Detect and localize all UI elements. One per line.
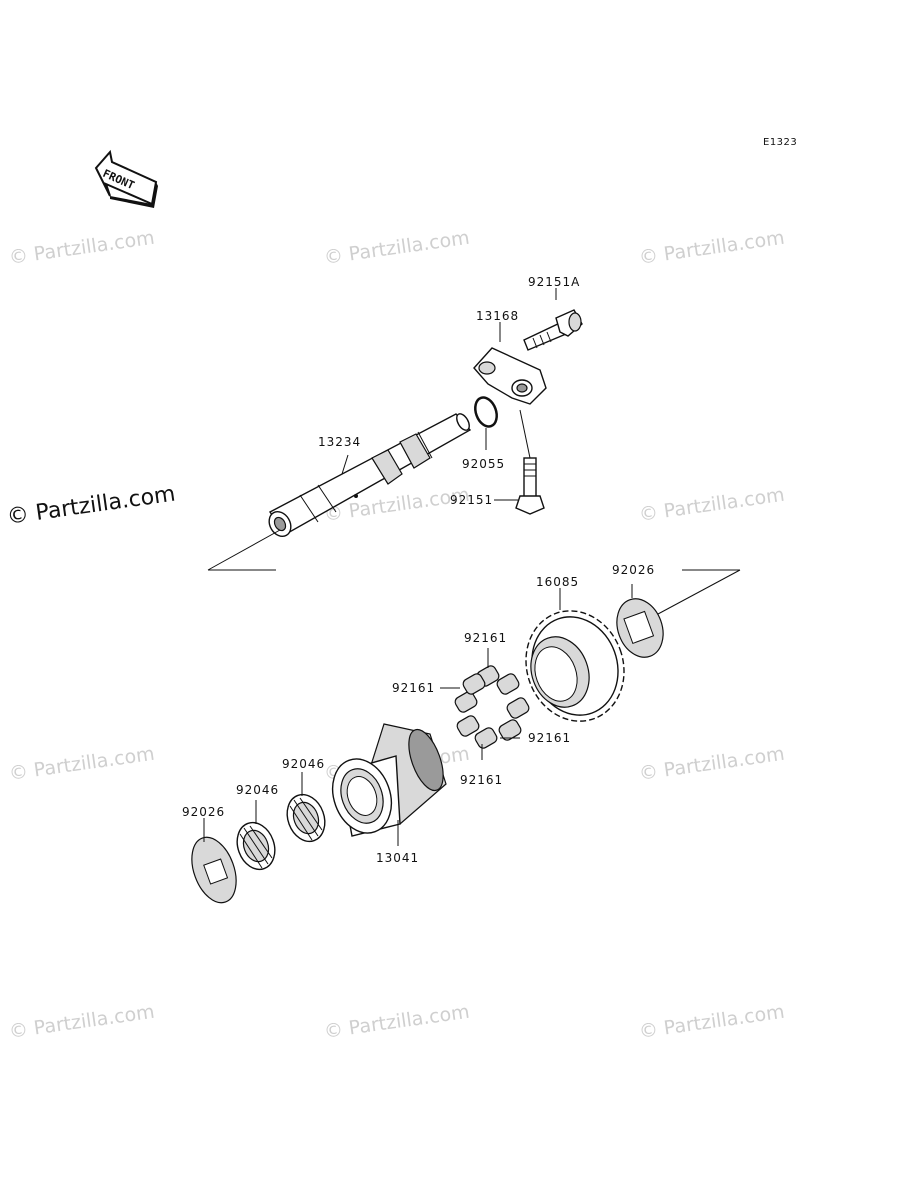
watermark: © Partzilla.com: [638, 1001, 786, 1043]
washer-92026-left: [191, 818, 237, 904]
guide-line: [657, 569, 741, 615]
label-92161-left: 92161: [392, 681, 435, 695]
bolt-92151: [494, 409, 545, 515]
watermarks: © Partzilla.com © Partzilla.com © Partzi…: [5, 227, 786, 1043]
label-92161-right: 92161: [528, 731, 571, 745]
watermark: © Partzilla.com: [323, 227, 471, 269]
label-92055: 92055: [462, 457, 505, 471]
gear-16085: [525, 588, 625, 722]
o-ring-92055: [474, 396, 498, 450]
diagram-code: E1323: [763, 137, 797, 148]
label-13168: 13168: [476, 309, 519, 323]
label-13041: 13041: [376, 851, 419, 865]
label-92161-bottom: 92161: [460, 773, 503, 787]
watermark-dark: © Partzilla.com: [5, 482, 177, 530]
watermark: © Partzilla.com: [323, 1001, 471, 1043]
label-92046-left: 92046: [236, 783, 279, 797]
shaft-13234: [268, 413, 472, 538]
dampers-92161: [440, 648, 530, 760]
label-92026-left: 92026: [182, 805, 225, 819]
bolt-92151A: [523, 288, 583, 351]
label-92026-right: 92026: [612, 563, 655, 577]
watermark: © Partzilla.com: [8, 743, 156, 785]
label-92161-top: 92161: [464, 631, 507, 645]
front-arrow-icon: FRONT: [94, 149, 158, 208]
label-92151A: 92151A: [528, 275, 580, 289]
washer-92026-right: [616, 584, 664, 658]
hub-13041: [331, 723, 447, 846]
guide-line: [207, 529, 281, 571]
watermark: © Partzilla.com: [638, 743, 786, 785]
label-92046-right: 92046: [282, 757, 325, 771]
watermark: © Partzilla.com: [638, 484, 786, 526]
watermark: © Partzilla.com: [8, 1001, 156, 1043]
label-16085: 16085: [536, 575, 579, 589]
arm-13168: [473, 322, 547, 405]
bearing-92046-right: [286, 772, 326, 843]
watermark: © Partzilla.com: [638, 227, 786, 269]
watermark: © Partzilla.com: [8, 227, 156, 269]
label-92151: 92151: [450, 493, 493, 507]
label-13234: 13234: [318, 435, 361, 449]
bearing-92046-left: [236, 800, 276, 871]
